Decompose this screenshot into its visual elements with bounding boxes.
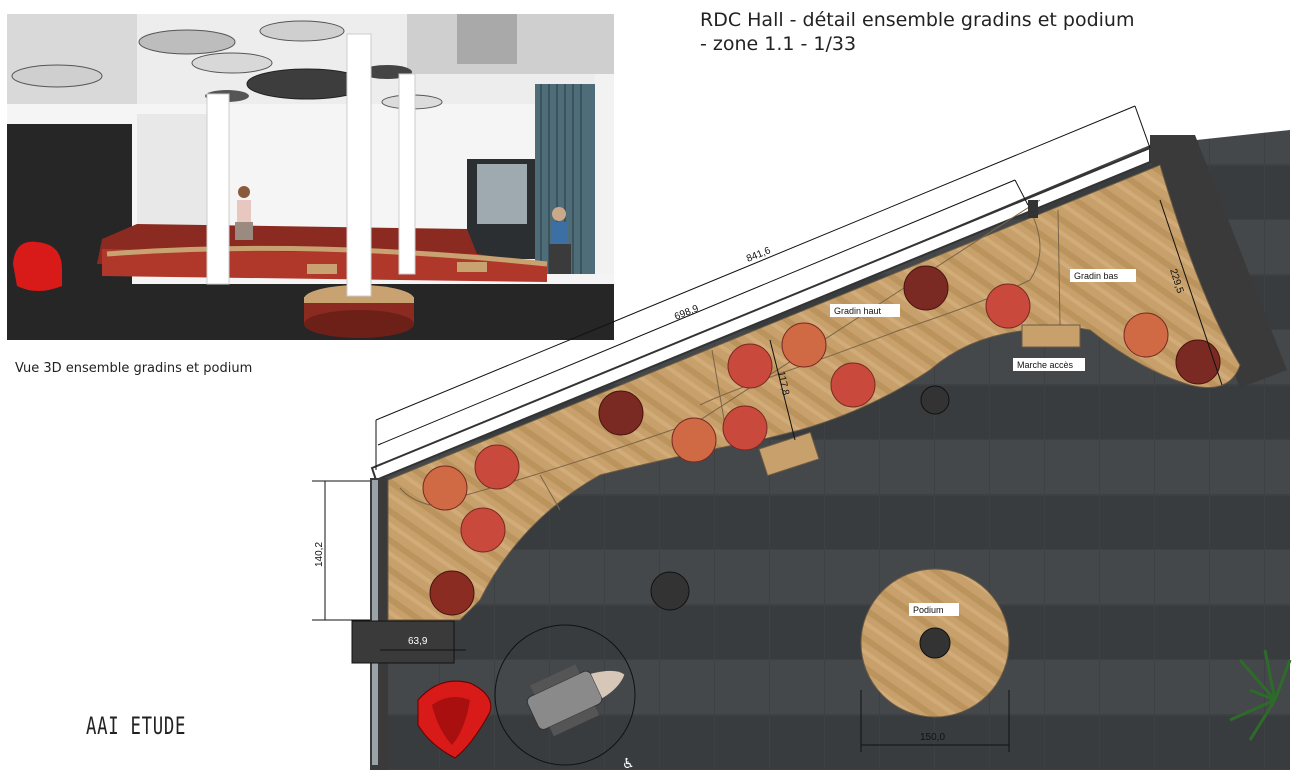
podium-column [919, 627, 951, 659]
wheelchair-turning-circle [494, 624, 636, 766]
seat [727, 343, 773, 389]
gradins-wood [387, 164, 1241, 621]
dimension-podium-diameter: 150,0 [920, 732, 945, 743]
seat [722, 405, 768, 451]
seat [1123, 312, 1169, 358]
dimension-step-width: 63,9 [408, 636, 428, 647]
right-wall [1150, 135, 1287, 388]
accessibility-icon: ♿ [622, 756, 635, 772]
dimension-left-height: 140,2 [314, 542, 325, 567]
render-3d-view [7, 14, 614, 340]
plant-icon [1229, 649, 1292, 741]
dimension-upper-length: 698,9 [673, 303, 701, 323]
drawing-title: RDC Hall - détail ensemble gradins et po… [700, 8, 1135, 56]
stool [920, 385, 950, 415]
seat-group [422, 265, 1221, 616]
seat [903, 265, 949, 311]
step-block [351, 620, 455, 664]
seat [1175, 339, 1221, 385]
seat [422, 465, 468, 511]
render-3d-image [7, 14, 614, 340]
seat [429, 570, 475, 616]
seat [781, 322, 827, 368]
seat [985, 283, 1031, 329]
dimension-gradin-haut: 117,8 [775, 370, 791, 396]
label-gradin-haut: Gradin haut [834, 306, 882, 316]
back-wall [370, 146, 1151, 482]
drawing-title-line1: RDC Hall - détail ensemble gradins et po… [700, 9, 1135, 31]
label-gradin-bas: Gradin bas [1074, 271, 1119, 281]
marche-acces-step [1021, 324, 1081, 348]
label-podium: Podium [913, 605, 944, 615]
seat [474, 444, 520, 490]
seat [830, 362, 876, 408]
brand-logo: AAI ETUDE [86, 712, 187, 740]
stool [650, 571, 690, 611]
wheelchair-icon [526, 664, 625, 737]
seat [460, 507, 506, 553]
render-caption: Vue 3D ensemble gradins et podium [15, 361, 253, 376]
seat [671, 417, 717, 463]
seat [598, 390, 644, 436]
drawing-title-line2: - zone 1.1 - 1/33 [700, 33, 857, 55]
label-marche-acces: Marche accès [1017, 360, 1074, 370]
